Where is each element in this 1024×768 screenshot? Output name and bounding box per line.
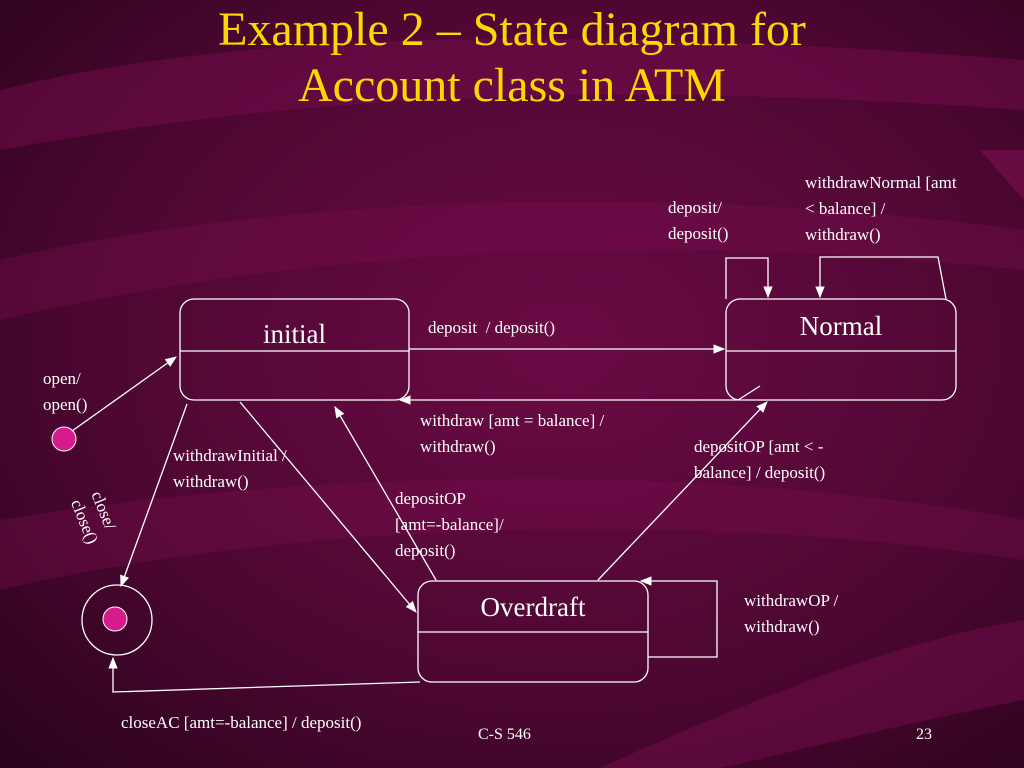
depositop-normal-label: depositOP [amt < - balance] / deposit() bbox=[694, 437, 826, 482]
withdraw-normal-self-arrow bbox=[815, 256, 947, 300]
withdrawop-self-arrow bbox=[639, 576, 718, 658]
withdraw-normal-label: withdrawNormal [amt < balance] / withdra… bbox=[805, 173, 957, 244]
deposit-label: deposit / deposit() bbox=[428, 318, 556, 337]
footer-course: C-S 546 bbox=[478, 726, 531, 743]
state-initial bbox=[179, 298, 410, 401]
state-normal-name: Normal bbox=[799, 311, 883, 341]
slide-number: 23 bbox=[916, 726, 932, 743]
withdraw-arrow bbox=[398, 385, 761, 405]
state-initial-name: initial bbox=[263, 319, 326, 349]
state-overdraft-name: Overdraft bbox=[480, 592, 586, 622]
title-line-1: Example 2 – State diagram for bbox=[218, 3, 806, 56]
title-line-2: Account class in ATM bbox=[298, 59, 726, 112]
close-ac-arrow bbox=[108, 656, 421, 693]
deposit-self-arrow bbox=[725, 257, 773, 299]
slide-title: Example 2 – State diagram for Account cl… bbox=[0, 2, 1024, 114]
depositop-initial-label: depositOP [amt=-balance]/ deposit() bbox=[395, 489, 504, 560]
deposit-self-label: deposit/ deposit() bbox=[668, 198, 729, 243]
withdraw-label: withdraw [amt = balance] / withdraw() bbox=[420, 411, 605, 456]
final-pseudostate bbox=[81, 584, 153, 656]
open-arrow bbox=[71, 356, 177, 432]
withdrawop-label: withdrawOP / withdraw() bbox=[744, 591, 839, 636]
withdraw-initial-label: withdrawInitial / withdraw() bbox=[173, 446, 287, 491]
state-normal bbox=[725, 298, 957, 401]
state-overdraft bbox=[417, 580, 649, 683]
depositop-to-normal-arrow bbox=[597, 401, 768, 581]
close-arrow bbox=[120, 403, 188, 588]
open-label: open/open() bbox=[43, 369, 88, 414]
depositop-to-initial-arrow bbox=[334, 405, 437, 581]
close-ac-label: closeAC [amt=-balance] / deposit() bbox=[121, 713, 362, 732]
initial-pseudostate bbox=[51, 426, 77, 452]
withdraw-initial-arrow bbox=[239, 401, 417, 613]
